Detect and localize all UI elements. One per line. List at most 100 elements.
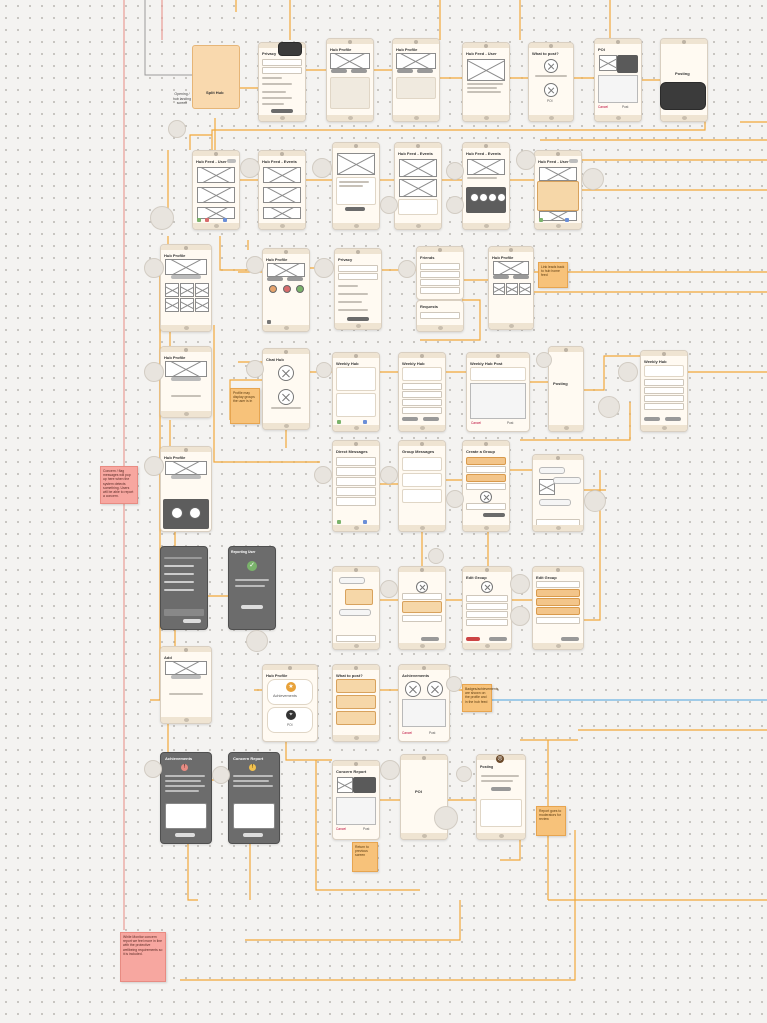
choice-icon-a[interactable] [544, 59, 558, 73]
split-hub-node[interactable]: Split Hub [192, 45, 240, 109]
screen-hub-profile-7[interactable]: Hub Profile [160, 446, 212, 532]
sticky-note-pink: Concern / flag messages will pop up here… [100, 466, 138, 504]
toggle-tooltip [278, 42, 302, 56]
cancel-label[interactable]: Cancel [598, 105, 608, 109]
screen-what-to-post-2[interactable]: Hub Profile ★ Achievements ⌖ POI [262, 664, 318, 742]
screen-hub-profile-2[interactable]: Hub Profile [392, 38, 440, 122]
wire-r7-h [500, 830, 521, 861]
screen-what-to-post-1[interactable]: What to post? POI [528, 42, 574, 122]
screen-thank-you[interactable]: Reporting User ✓ [228, 546, 276, 630]
screen-requests[interactable]: Requests [416, 300, 464, 332]
annotation-bubble [446, 162, 464, 180]
post-label[interactable]: Post [429, 731, 436, 735]
screen-direct-messages[interactable]: Direct Messages [332, 440, 380, 532]
screen-hub-profile-6[interactable]: Hub Profile [160, 346, 212, 418]
screen-add[interactable]: Edit Group [532, 566, 584, 650]
screen-achievements-2[interactable]: Achievements Cancel Post [398, 664, 450, 742]
annotation-bubble [246, 256, 264, 274]
annotation-bubble [240, 158, 260, 178]
wire-r7-k [245, 900, 461, 941]
screen-reporting-user[interactable] [160, 546, 208, 630]
screen-hub-feed-events-1[interactable]: Hub Feed - Events [258, 150, 306, 230]
screen-hub-feed-user-3[interactable]: Hub Feed - User [534, 150, 582, 230]
screen-title: Reporting User [231, 550, 256, 554]
screen-poi-2[interactable]: Concern Report Cancel Post [332, 760, 380, 840]
screen-weekly-hub-3[interactable]: Weekly Hub [640, 350, 688, 432]
screen-hub-profile-5[interactable]: Hub Profile [488, 246, 534, 330]
screen-title: Hub Profile [330, 46, 352, 52]
screen-something-wrong[interactable]: Posting ☹ [476, 754, 526, 840]
poi-label: POI [547, 99, 553, 103]
screen-hub-profile-3[interactable]: Hub Profile [160, 244, 212, 332]
screen-title: Edit Group [466, 574, 487, 580]
screen-weekly-hub-1[interactable]: Weekly Hub [332, 352, 380, 432]
post-label[interactable]: Post [507, 421, 514, 425]
screen-title: Posting [480, 765, 494, 769]
screen-title: Hub Feed - Events [466, 150, 501, 156]
cancel-label[interactable]: Cancel [471, 421, 481, 425]
post-label[interactable]: Post [363, 827, 370, 831]
screen-friends[interactable]: Friends [416, 246, 464, 300]
start-note: Opening / hub landing screen [172, 92, 192, 105]
annotation-bubble [144, 760, 162, 778]
screen-hub-feed-events-3[interactable]: Hub Feed - Events [462, 142, 510, 230]
screen-group-messages[interactable]: Group Messages [398, 440, 446, 532]
screen-concern-report-1[interactable]: Achievements ! [160, 752, 212, 844]
screen-title: Hub Profile [492, 254, 514, 260]
annotation-bubble [380, 760, 400, 780]
screen-hub-feed-user-1[interactable]: Hub Feed - User [462, 42, 510, 122]
sticky-note-orange: Link leads back to hub home feed [538, 262, 568, 288]
screen-title: Hub Feed - User [196, 158, 227, 164]
screen-posting-2[interactable]: Posting [548, 346, 584, 432]
screen-edit-group-2[interactable]: Edit Group [462, 566, 512, 650]
wire-r4-h [520, 402, 631, 441]
trophy-icon: ★ [286, 682, 296, 692]
screen-title: Hub Feed - Events [262, 158, 297, 164]
screen-hub-profile-8[interactable]: Add [160, 646, 212, 724]
wire-r7-d [285, 740, 332, 761]
screen-title: Hub Feed - Events [398, 150, 433, 156]
cancel-label[interactable]: Cancel [336, 827, 346, 831]
screen-hub-feed-user-2[interactable]: Hub Feed - User [192, 150, 240, 230]
screen-title: Weekly Hub [402, 360, 425, 366]
wire-r4-long [213, 325, 320, 463]
screen-hub-profile-1[interactable]: Hub Profile [326, 38, 374, 122]
screen-hub-profile-4[interactable]: Hub Profile [262, 248, 310, 332]
screen-title: Achievements [165, 756, 193, 761]
screen-title: POI [415, 789, 422, 794]
annotation-bubble [618, 362, 638, 382]
screen-chat-1[interactable] [532, 454, 584, 532]
screen-create-group[interactable]: Create a Group [462, 440, 510, 532]
screen-title: Concern Report [233, 756, 264, 761]
screen-hub-feed-events-2[interactable]: Hub Feed - Events [394, 142, 442, 230]
screen-privacy-2[interactable]: Privacy [334, 248, 382, 330]
screen-title: Posting [675, 71, 690, 76]
screen-concern-report-2[interactable]: Concern Report ! [228, 752, 280, 844]
screen-chat-hub[interactable]: Chat Hub [262, 348, 310, 430]
cancel-label[interactable]: Cancel [402, 731, 412, 735]
screen-chat-2[interactable] [332, 566, 380, 650]
screen-poi-1[interactable]: POI Cancel Post [594, 38, 642, 122]
annotation-bubble [380, 196, 398, 214]
annotation-bubble [446, 196, 464, 214]
wire-r4-f [582, 355, 640, 391]
annotation-bubble [380, 466, 398, 484]
screen-title: What to post? [532, 50, 559, 56]
screen-feed-detail[interactable] [332, 142, 380, 230]
screen-edit-group-1[interactable] [398, 566, 446, 650]
wire-r6-d [582, 470, 601, 621]
warning-icon: ! [249, 764, 256, 771]
screen-weekly-hub-2[interactable]: Weekly Hub [398, 352, 446, 432]
screen-title: Concern Report [336, 768, 367, 774]
screen-achievements-1[interactable]: What to post? [332, 664, 380, 742]
choice-icon-b[interactable] [544, 83, 558, 97]
wire-r2-loop [189, 134, 212, 150]
screen-weekly-hub-post[interactable]: Weekly Hub Post Cancel Post [466, 352, 530, 432]
annotation-bubble [144, 456, 164, 476]
post-label[interactable]: Post [622, 105, 629, 109]
wire-gray-start [144, 0, 192, 76]
screen-title: Direct Messages [336, 448, 368, 454]
annotation-bubble [516, 150, 536, 170]
wire-lc-13 [187, 840, 198, 901]
